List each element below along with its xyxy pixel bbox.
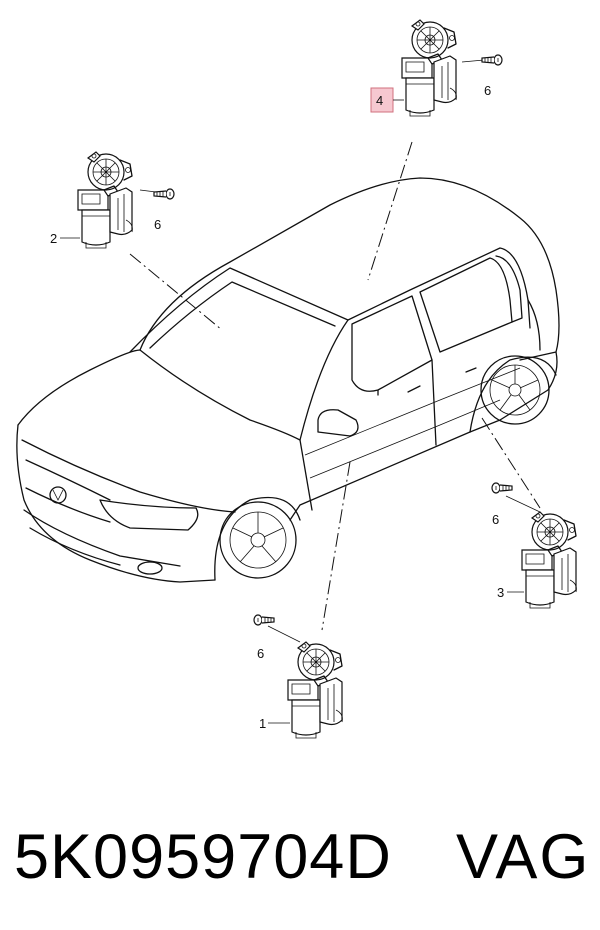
callout-screw-a: 6	[484, 83, 491, 98]
callout-screw-d: 6	[257, 646, 264, 661]
callout-screw-c: 6	[492, 512, 499, 527]
window-motor-diagram: 4 2 3 1 6 6 6 6	[16, 19, 578, 739]
screw-icon	[481, 54, 503, 66]
motor-3	[521, 511, 578, 609]
leader-lines	[129, 59, 541, 643]
callout-motor-4: 4	[376, 93, 383, 108]
motor-1	[287, 641, 344, 739]
brand-name: VAG	[456, 822, 591, 892]
caption: 5K0959704D VAG	[14, 812, 594, 902]
part-number: 5K0959704D	[14, 822, 392, 892]
screw-icon	[491, 482, 513, 494]
motor-4	[401, 19, 458, 117]
callout-motor-1: 1	[259, 716, 266, 731]
callout-motor-3: 3	[497, 585, 504, 600]
car-outline	[16, 177, 560, 583]
callout-motor-2: 2	[50, 231, 57, 246]
screw-icon	[153, 188, 175, 200]
callout-screw-b: 6	[154, 217, 161, 232]
motor-2	[77, 151, 134, 249]
screw-icon	[253, 614, 275, 626]
